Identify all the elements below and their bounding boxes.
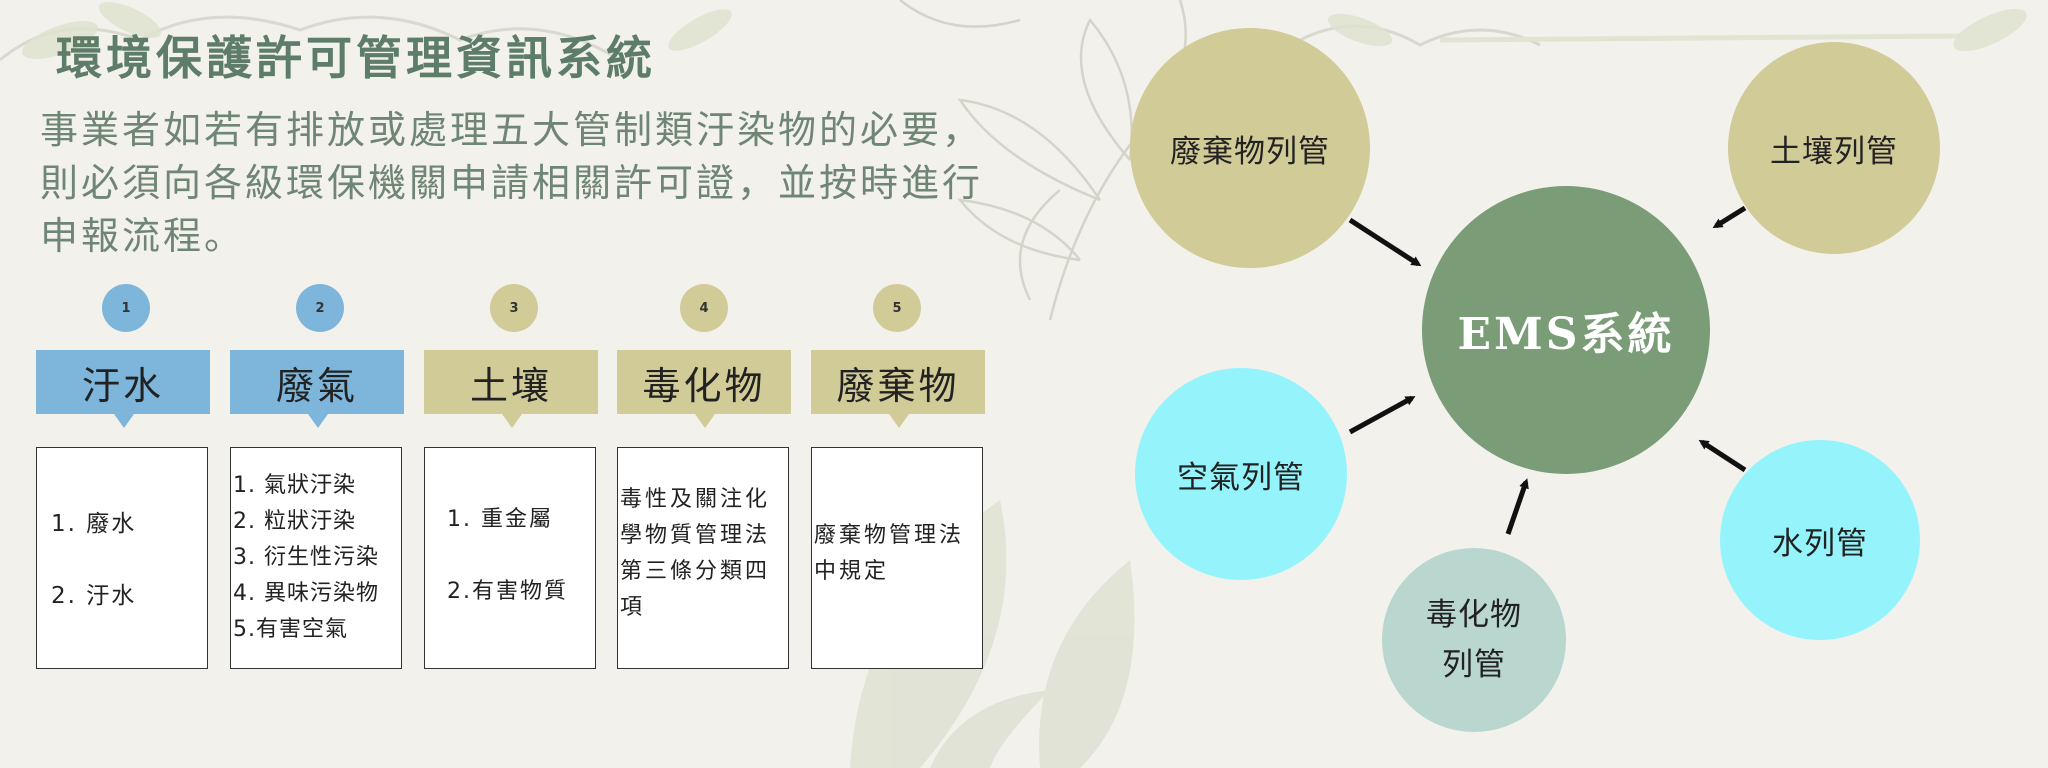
step-number-badge: 4 xyxy=(680,284,728,332)
list-item: 2. 汙水 xyxy=(51,583,137,609)
list-item: 項 xyxy=(620,595,646,620)
arrow-air-to-ems xyxy=(1348,395,1416,435)
category-items-box: 1. 氣狀汙染 2. 粒狀汙染 3. 衍生性污染 4. 異味污染物 5.有害空氣 xyxy=(230,447,402,669)
list-item: 4. 異味污染物 xyxy=(233,581,379,606)
node-toxic-line1: 毒化物 xyxy=(1426,597,1522,633)
step-number-badge: 2 xyxy=(296,284,344,332)
category-items-box: 1. 重金屬 2.有害物質 xyxy=(424,447,596,669)
category-items-box: 毒性及關注化 學物質管理法 第三條分類四 項 xyxy=(617,447,789,669)
list-item: 3. 衍生性污染 xyxy=(233,545,379,570)
node-toxic-line2: 列管 xyxy=(1442,647,1506,683)
category-label-exhaust: 廢氣 xyxy=(230,350,404,428)
node-soil-control: 土壤列管 xyxy=(1728,42,1940,254)
node-water-control: 水列管 xyxy=(1720,440,1920,640)
list-item: 1. 重金屬 xyxy=(447,507,553,532)
list-item: 第三條分類四 xyxy=(620,559,771,584)
category-label-wastewater: 汙水 xyxy=(36,350,210,428)
list-item: 2. 粒狀汙染 xyxy=(233,509,356,534)
step-number-badge: 1 xyxy=(102,284,150,332)
list-item: 2.有害物質 xyxy=(447,579,568,604)
list-item: 1. 氣狀汙染 xyxy=(233,473,356,498)
category-label-waste: 廢棄物 xyxy=(811,350,985,428)
step-number-badge: 5 xyxy=(873,284,921,332)
list-item: 廢棄物管理法 xyxy=(814,523,965,548)
step-number-badge: 3 xyxy=(490,284,538,332)
arrow-waste-to-ems xyxy=(1348,217,1422,267)
page-description: 事業者如若有排放或處理五大管制類汙染物的必要，則必須向各級環保機關申請相關許可證… xyxy=(40,108,984,258)
arrow-water-to-ems xyxy=(1698,439,1747,473)
node-waste-control: 廢棄物列管 xyxy=(1130,28,1370,268)
arrow-toxic-to-ems xyxy=(1505,478,1529,535)
category-items-box: 廢棄物管理法 中規定 xyxy=(811,447,983,669)
category-label-soil: 土壤 xyxy=(424,350,598,428)
category-items-box: 1. 廢水 2. 汙水 xyxy=(36,447,208,669)
list-item: 1. 廢水 xyxy=(51,511,137,537)
node-toxic-control: 毒化物 列管 xyxy=(1382,548,1566,732)
node-ems-system: EMS系統 xyxy=(1422,186,1710,474)
category-label-toxic: 毒化物 xyxy=(617,350,791,428)
arrow-soil-to-ems xyxy=(1712,205,1747,229)
list-item: 5.有害空氣 xyxy=(233,617,348,642)
list-item: 毒性及關注化 xyxy=(620,487,771,512)
page-title: 環境保護許可管理資訊系統 xyxy=(56,31,656,85)
list-item: 學物質管理法 xyxy=(620,523,771,548)
list-item: 中規定 xyxy=(814,559,890,584)
node-air-control: 空氣列管 xyxy=(1135,368,1347,580)
